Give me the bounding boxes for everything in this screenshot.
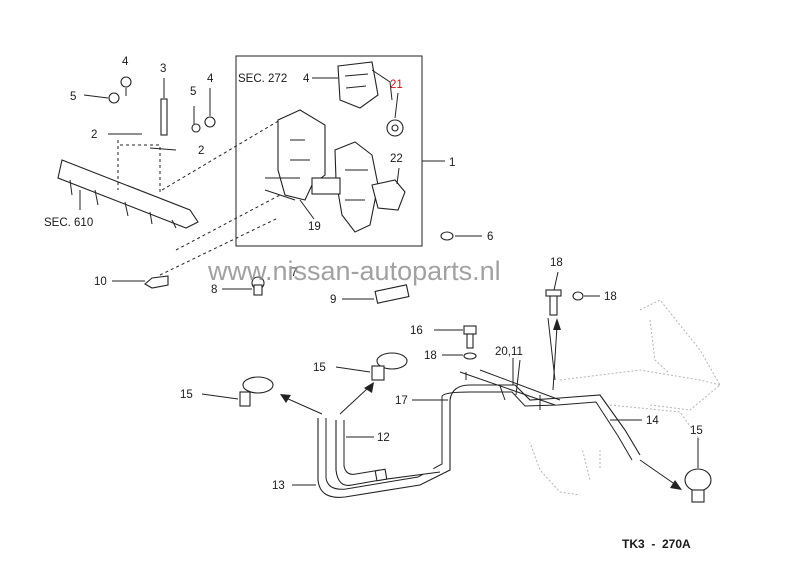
callout-5-right: 5	[190, 86, 196, 98]
hose-clamps	[201, 352, 712, 503]
callout-16: 16	[410, 325, 423, 337]
heater-unit	[264, 109, 406, 233]
callout-12: 12	[377, 432, 390, 444]
section-ref-610: SEC. 610	[44, 217, 93, 229]
actuator-assembly	[337, 61, 393, 109]
callout-4-left: 4	[122, 56, 129, 68]
callout-14: 14	[646, 415, 659, 427]
dash-b	[120, 144, 161, 192]
direction-arrows	[280, 318, 682, 490]
heater-hoses	[317, 317, 641, 498]
watermark-text: www.nissan-autoparts.nl	[207, 256, 501, 286]
leader-19	[299, 199, 315, 220]
callout-15-left: 15	[180, 389, 193, 401]
callout-9: 9	[330, 294, 336, 306]
callout-5-left: 5	[70, 91, 76, 103]
callout-2-right: 2	[198, 145, 204, 157]
callout-2-left: 2	[91, 129, 97, 141]
callout-18-top: 18	[550, 257, 563, 269]
callout-15-mid: 15	[313, 362, 326, 374]
callout-15-right: 15	[690, 425, 703, 437]
callout-17: 17	[395, 395, 408, 407]
figure-code: TK3 - 270A	[622, 537, 691, 551]
callout-20-11: 20,11	[495, 346, 523, 358]
loose-parts	[112, 231, 482, 304]
callout-19: 19	[308, 221, 321, 233]
leader-22	[396, 167, 400, 185]
bolt-18-assembly	[545, 271, 600, 316]
heater-unit-box	[235, 55, 423, 247]
callout-22: 22	[390, 153, 403, 165]
dash-c	[161, 119, 281, 191]
callout-4-right: 4	[207, 73, 214, 85]
callout-18-mid: 18	[424, 350, 437, 362]
callout-8: 8	[211, 284, 217, 296]
bolt-16-assembly	[434, 325, 477, 360]
callout-6: 6	[487, 231, 493, 243]
fasteners-upper-left	[83, 76, 216, 151]
callout-3: 3	[160, 63, 166, 75]
callout-18-right: 18	[604, 291, 617, 303]
dash-d	[175, 194, 281, 251]
part-21-hole	[391, 124, 399, 132]
leaders-lower	[292, 358, 642, 486]
callout-10: 10	[94, 276, 107, 288]
dash-e	[159, 217, 279, 276]
callout-21: 21	[390, 79, 403, 91]
section-ref-272: SEC. 272	[238, 73, 287, 85]
leader-21	[394, 92, 399, 119]
body-outline	[519, 299, 721, 496]
callout-13: 13	[272, 480, 285, 492]
callout-4-sec: 4	[303, 73, 310, 85]
callout-1: 1	[449, 157, 455, 169]
callout-7: 7	[291, 267, 297, 279]
duct-rail	[57, 159, 199, 229]
